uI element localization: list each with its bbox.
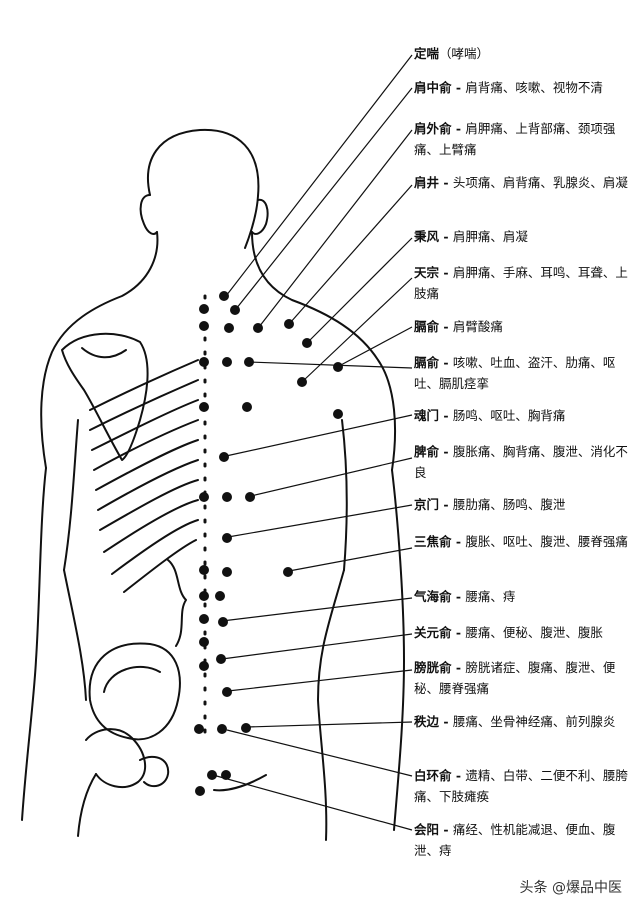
- point-name: 膈俞: [414, 319, 440, 334]
- point-name: 膀胱俞: [414, 660, 452, 675]
- point-name: 天宗: [414, 265, 440, 280]
- point-name: 秉风: [414, 229, 440, 244]
- point-name: 会阳: [414, 822, 440, 837]
- point-name: 定喘: [414, 46, 440, 61]
- point-indication: 腹胀、呕吐、腹泄、腰脊强痛: [465, 534, 628, 549]
- point-name: 肩井: [414, 175, 440, 190]
- point-indication: 腰痛、坐骨神经痛、前列腺炎: [452, 714, 616, 729]
- point-name: 脾俞: [414, 444, 440, 459]
- point-label-pishu: 脾俞 - 腹胀痛、胸背痛、腹泄、消化不良: [414, 444, 628, 480]
- point-indication: 肩胛痛、上背部痛、颈项强痛、上臂痛: [414, 121, 616, 157]
- point-indication: 肩胛痛、肩凝: [452, 229, 528, 244]
- point-indication: 肩胛痛、手麻、耳鸣、耳聋、上肢痛: [414, 265, 628, 301]
- point-indication: 肠鸣、呕吐、胸背痛: [452, 408, 566, 423]
- point-indication: 腰肋痛、肠鸣、腹泄: [452, 497, 566, 512]
- watermark: 头条 @爆品中医: [519, 880, 622, 896]
- point-label-sanjiaoshu: 三焦俞 - 腹胀、呕吐、腹泄、腰脊强痛: [414, 534, 628, 549]
- point-name: 肩中俞: [414, 80, 452, 95]
- point-label-jianjing: 肩井 - 头项痛、肩背痛、乳腺炎、肩凝: [414, 175, 628, 190]
- point-label-baihuanshu: 白环俞 - 遗精、白带、二便不利、腰胯痛、下肢瘫痪: [414, 768, 628, 804]
- point-name: 京门: [414, 497, 440, 512]
- point-name: 魂门: [414, 408, 440, 423]
- point-label-qihaishu: 气海俞 - 腰痛、痔: [414, 589, 516, 604]
- point-name: 关元俞: [414, 625, 452, 640]
- point-indication: （哮喘）: [439, 46, 490, 61]
- point-indication: 腰痛、便秘、腹泄、腹胀: [465, 625, 603, 640]
- point-label-hunmen: 魂门 - 肠鸣、呕吐、胸背痛: [414, 408, 566, 423]
- point-label-bingfeng: 秉风 - 肩胛痛、肩凝: [414, 229, 528, 244]
- point-indication: 腹胀痛、胸背痛、腹泄、消化不良: [414, 444, 628, 480]
- point-indication: 遗精、白带、二便不利、腰胯痛、下肢瘫痪: [414, 768, 628, 804]
- point-name: 膈俞: [414, 355, 440, 370]
- body-outline: [21, 128, 405, 841]
- point-indication: 咳嗽、吐血、盗汗、肋痛、呕吐、膈肌痉挛: [414, 355, 616, 391]
- point-label-guanyuanshu: 关元俞 - 腰痛、便秘、腹泄、腹胀: [414, 625, 603, 640]
- point-label-jianwaishu: 肩外俞 - 肩胛痛、上背部痛、颈项强痛、上臂痛: [414, 121, 616, 157]
- point-indication: 头项痛、肩背痛、乳腺炎、肩凝: [452, 175, 628, 190]
- point-name: 秩边: [414, 714, 440, 729]
- point-indication: 肩背痛、咳嗽、视物不清: [465, 80, 603, 95]
- point-name: 三焦俞: [414, 534, 452, 549]
- acupoint-dots: [194, 291, 343, 796]
- point-indication: 腰痛、痔: [465, 589, 516, 604]
- point-label-geshu-1: 膈俞 - 肩臂酸痛: [414, 319, 503, 334]
- point-name: 气海俞: [414, 589, 452, 604]
- point-label-geshu-2: 膈俞 - 咳嗽、吐血、盗汗、肋痛、呕吐、膈肌痉挛: [414, 355, 616, 391]
- point-indication: 肩臂酸痛: [452, 319, 503, 334]
- point-label-zhibian: 秩边 - 腰痛、坐骨神经痛、前列腺炎: [414, 714, 616, 729]
- point-label-huiyang: 会阳 - 痛经、性机能减退、便血、腹泄、痔: [414, 822, 616, 858]
- leader-lines: [212, 54, 413, 831]
- point-label-pangguangshu: 膀胱俞 - 膀胱诸症、腹痛、腹泄、便秘、腰脊强痛: [414, 660, 616, 696]
- point-label-jingmen: 京门 - 腰肋痛、肠鸣、腹泄: [414, 497, 566, 512]
- point-name: 白环俞: [414, 768, 452, 783]
- point-label-dingchuan: 定喘（哮喘）: [414, 43, 636, 64]
- point-label-jianzhongshu: 肩中俞 - 肩背痛、咳嗽、视物不清: [414, 80, 603, 95]
- point-indication: 膀胱诸症、腹痛、腹泄、便秘、腰脊强痛: [414, 660, 616, 696]
- point-indication: 痛经、性机能减退、便血、腹泄、痔: [414, 822, 616, 858]
- point-name: 肩外俞: [414, 121, 452, 136]
- point-label-tianzong: 天宗 - 肩胛痛、手麻、耳鸣、耳聋、上肢痛: [414, 265, 628, 301]
